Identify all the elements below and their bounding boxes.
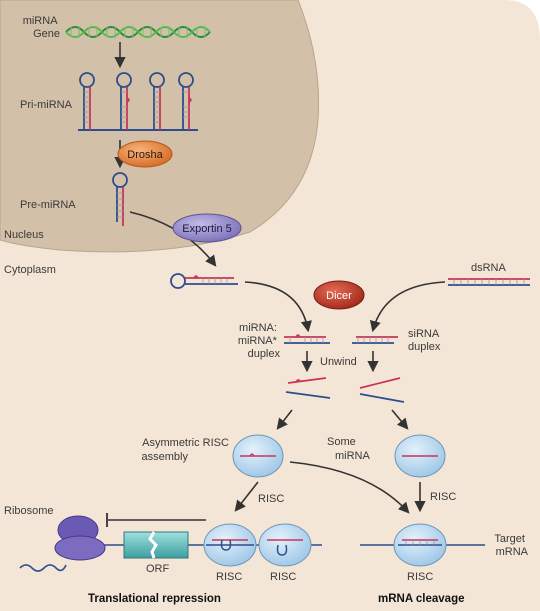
ribosome [54,515,106,561]
dsrna-molecule [448,278,530,286]
exportin-5 [172,213,242,243]
risc-down-arrow-left [234,481,259,512]
pri-mirna-transcript [78,72,198,131]
risc-cleavage-complex [393,523,447,567]
pri-mirna-hairpin [149,72,165,130]
drosha-enzyme [117,140,173,168]
pri-mirna-hairpin [116,72,132,130]
pre-mirna-hairpin [112,172,128,226]
sirna-duplex-label: siRNA duplex [408,328,442,353]
risc-complex-sirna [394,434,446,478]
unwound-sirna-strands [359,377,405,403]
pri-mirna-hairpin [178,72,194,130]
risc-bottom-label-2: RISC [270,571,296,583]
dicer-sirna-arrow [369,281,446,333]
target-mrna-label: Target mRNA [494,533,528,558]
cytoplasmic-pre-mirna [170,273,238,289]
mirna-gene-dna [65,26,211,38]
dicer-enzyme [313,280,365,310]
dicer-mirna-arrow [244,281,312,333]
asymmetric-risc-label: Asymmetric RISC assembly [142,437,232,463]
orf-label: ORF [146,563,170,575]
mirna-duplex-label: miRNA: miRNA* duplex [238,322,281,360]
ribosome-label: Ribosome [4,505,54,517]
unwound-mirna-strands [285,377,331,399]
risc-complex-mirna [232,434,284,478]
exportin-label: Exportin 5 [182,223,232,235]
risc-bound-mrna-2 [258,523,312,567]
pre-mirna-label: Pre-miRNA [20,199,76,211]
mirna-duplex [284,334,330,344]
some-mirna-label: Some miRNA [327,436,370,462]
dsrna-label: dsRNA [471,262,507,274]
dicer-label: Dicer [326,290,352,302]
mrna-cleavage-label: mRNA cleavage [378,593,465,605]
nucleus-label: Nucleus [4,229,44,241]
drosha-label: Drosha [127,149,163,161]
sirna-duplex [352,336,398,344]
risc-right-label: RISC [430,491,456,503]
some-mirna-arrow [289,461,410,514]
translational-repression-label: Translational repression [88,593,221,605]
risc-left-label: RISC [258,493,284,505]
cytoplasm-label: Cytoplasm [4,264,56,276]
risc-assembly-arrow-left [276,409,293,430]
pri-mirna-label: Pri-miRNA [20,99,73,111]
risc-bottom-label-3: RISC [407,571,433,583]
risc-bound-mrna-1 [203,523,257,567]
risc-bottom-label-1: RISC [216,571,242,583]
mirna-gene-label: miRNA Gene [23,15,60,40]
unwind-label: Unwind [320,356,357,368]
orf-region [123,531,189,559]
risc-assembly-arrow-right [391,409,409,430]
pri-mirna-hairpin [79,72,95,130]
